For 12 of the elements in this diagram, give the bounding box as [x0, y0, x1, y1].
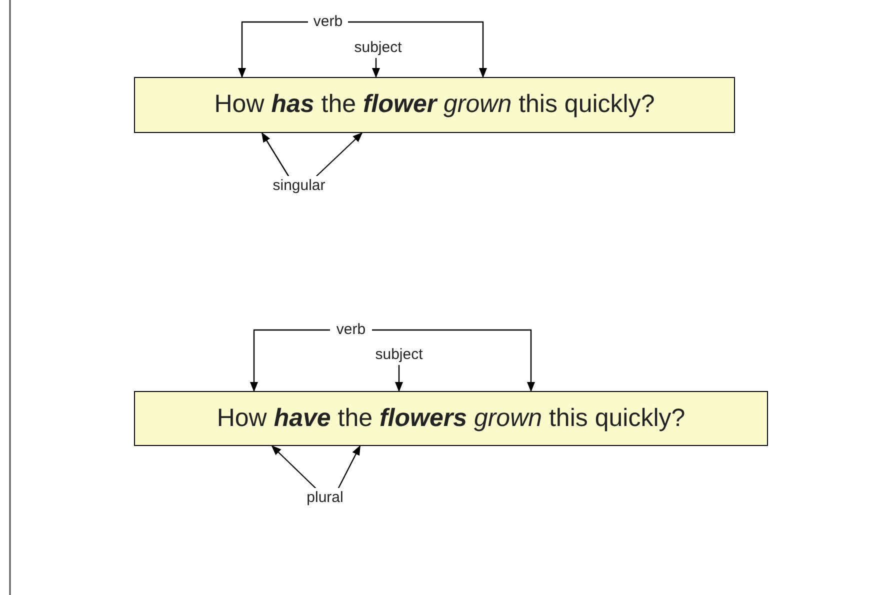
arrow [238, 21, 308, 78]
arrow [261, 132, 290, 178]
arrow [348, 21, 487, 78]
arrow [336, 445, 361, 490]
arrow [395, 365, 403, 392]
arrow [250, 329, 330, 392]
arrow [271, 445, 318, 490]
arrow [314, 132, 363, 178]
arrow [372, 329, 535, 392]
arrow [372, 58, 380, 78]
sentence-box: How has the flower grown this quickly? [134, 77, 735, 133]
sentence-box: How have the flowers grown this quickly? [134, 391, 768, 446]
